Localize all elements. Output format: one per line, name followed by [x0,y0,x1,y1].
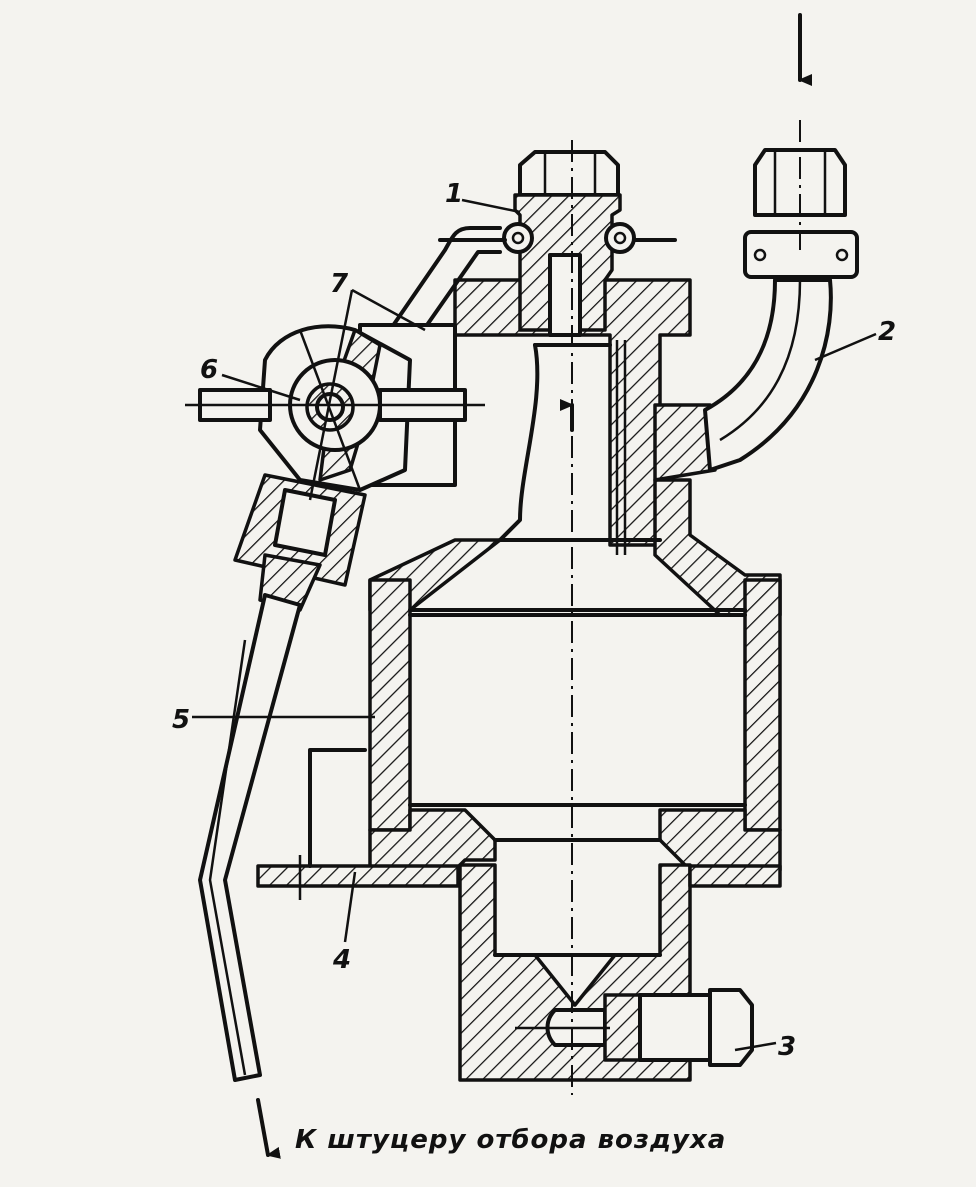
valve-block [185,323,485,492]
callout-3: 3 [778,1032,796,1062]
callout-1: 1 [445,179,463,209]
side-fitting [233,473,367,612]
drain-plug [515,988,754,1067]
center-axis [560,120,801,1095]
callout-4: 4 [332,945,351,975]
inner-cavity [408,340,747,957]
air-outlet-tube [198,593,302,1082]
outlet-flow-arrow [256,1098,281,1159]
top-plug [438,150,677,337]
leader-lines [192,198,877,1052]
mounting-bracket [256,748,782,900]
callout-5: 5 [172,705,190,735]
callout-6: 6 [200,355,218,385]
callout-2: 2 [878,317,896,347]
connecting-pipe [388,226,502,337]
outlet-caption: К штуцеру отбора воздуха [295,1125,726,1155]
callout-7: 7 [330,269,349,299]
inlet-pipe [703,148,859,472]
